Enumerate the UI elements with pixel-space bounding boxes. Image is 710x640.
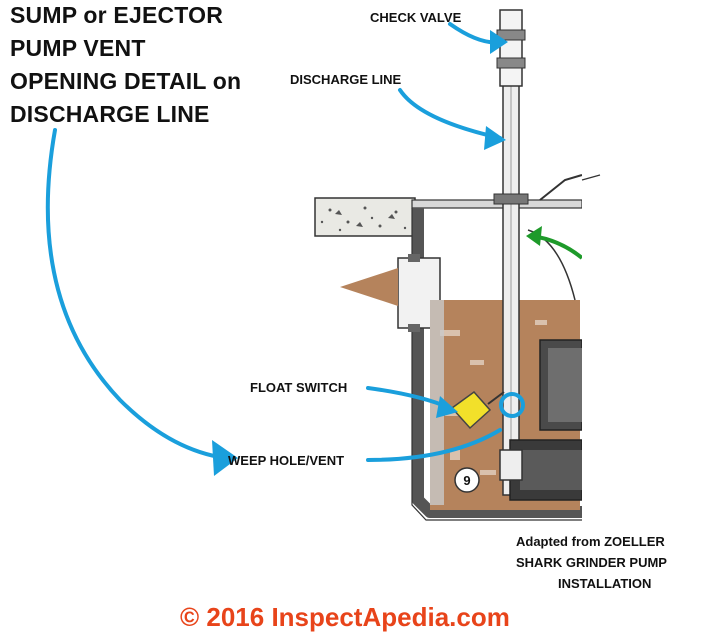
discharge-line-label: DISCHARGE LINE xyxy=(290,72,402,87)
title-line-2: PUMP VENT xyxy=(10,35,146,61)
basin-number: 9 xyxy=(463,473,470,488)
credit-line-2: SHARK GRINDER PUMP xyxy=(516,555,667,570)
copyright-notice: © 2016 InspectApedia.com xyxy=(180,602,510,632)
slab-aggregate xyxy=(320,206,407,232)
float-switch-label: FLOAT SWITCH xyxy=(250,380,348,395)
title-line-3: OPENING DETAIL on xyxy=(10,68,242,94)
credit-line-3: INSTALLATION xyxy=(558,576,652,591)
credit-line-1: Adapted from ZOELLER xyxy=(516,534,665,549)
check-valve xyxy=(499,9,523,87)
weep-hole-circle xyxy=(499,392,525,418)
arrow-heads xyxy=(212,30,508,476)
concrete-slab xyxy=(314,197,416,237)
float-switch xyxy=(450,390,492,430)
basin-number-circle xyxy=(454,467,480,493)
basin-wall-inner xyxy=(411,208,582,521)
check-valve-label: CHECK VALVE xyxy=(370,10,462,25)
weep-hole-arrow xyxy=(366,428,502,462)
title-line-4: DISCHARGE LINE xyxy=(10,101,210,127)
annotation-arrows xyxy=(45,22,525,462)
right-edge-fragments xyxy=(581,174,601,181)
weep-hole-label: WEEP HOLE/VENT xyxy=(228,453,345,468)
discharge-line-arrow xyxy=(398,88,502,140)
title-arrow xyxy=(45,128,227,460)
inlet-flow-arrow xyxy=(340,268,398,306)
title-line-1: SUMP or EJECTOR xyxy=(10,2,224,28)
basin-wall xyxy=(412,208,582,518)
